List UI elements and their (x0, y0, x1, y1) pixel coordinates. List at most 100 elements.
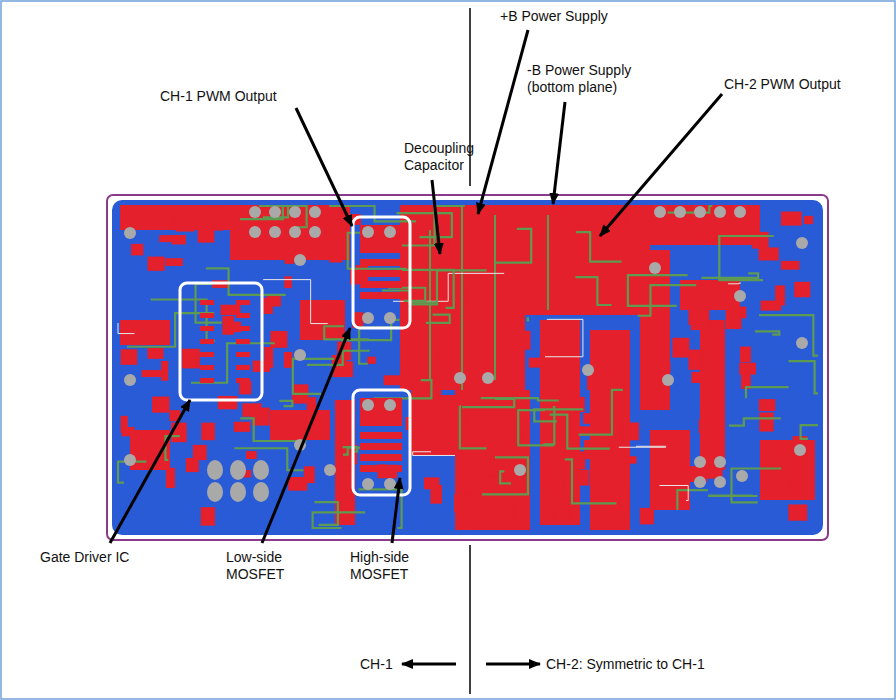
smd-pad (602, 272, 619, 281)
smd-pad (336, 471, 348, 490)
pcb-trace (745, 387, 789, 397)
pcb-trace (151, 300, 215, 341)
smd-pad (161, 361, 168, 381)
pcb-trace (527, 318, 530, 320)
pcb-trace (481, 398, 559, 400)
leader-arrows (110, 30, 722, 664)
smd-pad (270, 331, 287, 348)
mosfet-pad (360, 432, 402, 439)
smd-pad (159, 235, 177, 242)
smd-pad (553, 507, 569, 519)
smd-pad (788, 504, 807, 520)
smd-pad (329, 251, 342, 263)
smd-pad (691, 309, 700, 330)
pcb-trace (729, 418, 781, 425)
smd-pad (804, 216, 813, 224)
smd-pad (340, 429, 352, 444)
via-pad (124, 374, 136, 386)
pcb-trace (263, 280, 328, 324)
smd-pad (703, 232, 717, 242)
smd-pad (218, 396, 238, 409)
via-pad (384, 226, 396, 238)
smd-pad (384, 375, 402, 385)
leader-arrow (486, 663, 540, 666)
smd-pad (587, 375, 605, 390)
mosfet-pad (360, 259, 402, 266)
callout-label: CH-1 (360, 656, 393, 673)
via-pad (794, 444, 806, 456)
divider-line (469, 545, 471, 694)
via-pad (269, 206, 281, 218)
copper-area (300, 300, 345, 340)
via-pad (736, 470, 748, 482)
copper-area (650, 430, 690, 510)
smd-pad (234, 422, 250, 432)
smd-pad (522, 215, 541, 223)
smd-pad (142, 370, 162, 377)
smd-pad (672, 338, 689, 358)
pcb-trace (460, 406, 487, 448)
smd-pad (792, 477, 804, 493)
mosfet-pad (360, 281, 402, 288)
pcb-trace (701, 273, 758, 277)
via-pad (649, 262, 661, 274)
pcb-trace (413, 452, 455, 456)
pcb-trace (659, 485, 688, 500)
mosfet-pad (360, 454, 402, 461)
leader-arrow (262, 328, 350, 543)
pcb-trace (731, 468, 781, 502)
pcb-trace (262, 206, 306, 227)
smd-pad (201, 423, 215, 441)
via-pad (714, 456, 726, 468)
leader-arrow (600, 94, 722, 236)
smd-pad (430, 485, 442, 504)
ic-pin (200, 326, 214, 331)
pcb-trace (759, 315, 818, 355)
via-pad (289, 226, 301, 238)
pad-layer (124, 206, 808, 502)
via-pad (454, 372, 466, 384)
smd-pad (198, 223, 215, 243)
smd-pad (461, 485, 475, 493)
pcb-trace (638, 285, 697, 316)
smd-pad (522, 265, 537, 278)
mosfet-pad (360, 292, 402, 299)
mosfet-pad (360, 398, 402, 426)
via-pad (124, 454, 136, 466)
leader-arrow (553, 102, 565, 204)
smd-pad (759, 247, 779, 260)
via-pad (384, 478, 396, 490)
pcb-trace (728, 283, 741, 285)
plane-gap (461, 205, 463, 390)
pcb-trace (359, 328, 400, 364)
smd-pad (239, 381, 251, 394)
callout-label: Gate Driver IC (40, 549, 129, 566)
via-pad (694, 476, 706, 488)
smd-pad (781, 212, 802, 226)
ic-pin (200, 365, 214, 370)
smd-pad (367, 357, 376, 364)
via-pad (362, 226, 374, 238)
smd-pad (186, 458, 199, 472)
pcb-trace (518, 410, 554, 445)
mosfet-pad (360, 465, 402, 472)
ic-pin (236, 352, 250, 357)
smd-pad (152, 397, 169, 413)
smd-pad (712, 321, 725, 330)
connector-pad (207, 482, 223, 502)
smd-pad (740, 347, 751, 363)
smd-pad (578, 470, 589, 486)
smd-pad (691, 372, 703, 383)
pcb-trace (462, 399, 514, 407)
pcb-trace (755, 331, 779, 334)
pcb-trace (628, 275, 688, 306)
smd-pad (454, 494, 473, 512)
via-pad (362, 399, 374, 411)
copper-area (650, 205, 760, 245)
pcb-trace (500, 471, 511, 483)
smd-pad (759, 413, 773, 432)
connector-pad (230, 460, 246, 480)
leader-arrow (110, 400, 190, 543)
